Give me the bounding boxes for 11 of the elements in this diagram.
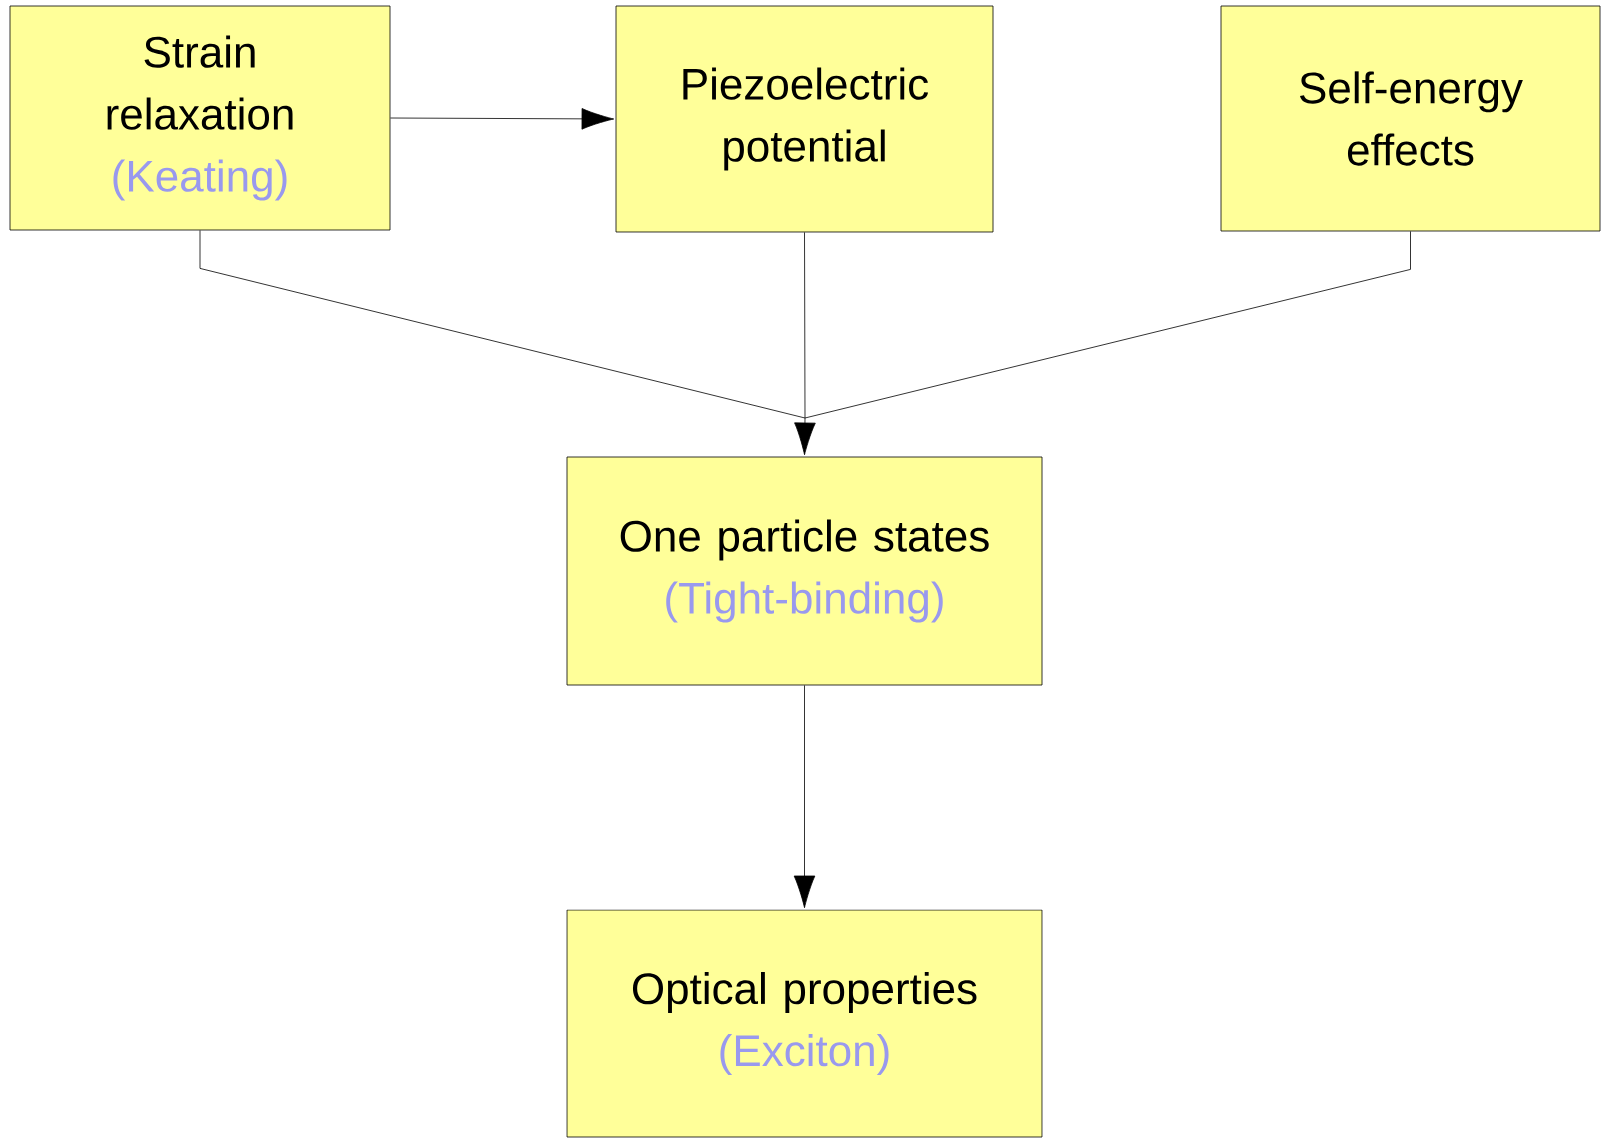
line — [804, 232, 806, 419]
process-box: Piezoelectric potential — [615, 5, 994, 233]
line — [804, 231, 1411, 419]
line — [199, 230, 806, 419]
process-box: Self-energy effects — [1220, 5, 1601, 232]
process-box: One particle states (Tight-binding) — [566, 456, 1043, 686]
arrow — [794, 417, 816, 456]
arrow — [793, 685, 816, 909]
process-box: Strain relaxation (Keating) — [9, 5, 391, 231]
process-box: Optical properties (Exciton) — [566, 909, 1043, 1138]
arrow — [390, 108, 615, 130]
